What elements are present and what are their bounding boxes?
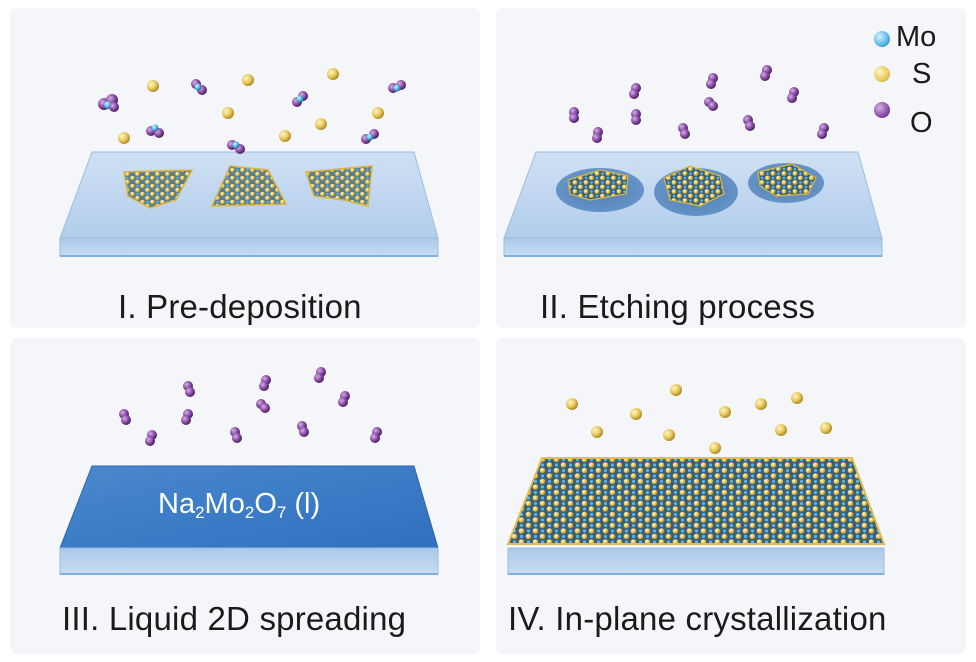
panel-3-substrate (59, 465, 439, 575)
legend-o-marker (874, 102, 890, 118)
legend-s-marker (874, 66, 890, 82)
formula-na: Na (158, 488, 196, 520)
panel-4-continuous-monolayer (506, 457, 886, 545)
panel-2-caption: II. Etching process (540, 288, 816, 325)
formula-o-subscript: 7 (276, 503, 287, 522)
panel-1-gas-molecules (98, 68, 406, 154)
formula-phase: (l) (286, 488, 321, 520)
formula-o: O (254, 488, 277, 520)
legend-o-label: O (910, 107, 933, 139)
liquid-film-formula: Na2Mo2O7 (l) (158, 488, 320, 523)
panel-1-caption: I. Pre-deposition (118, 288, 362, 325)
panel-1-flakes (123, 165, 373, 209)
panel-4-sulfur-atoms (566, 384, 832, 454)
legend-mo-marker (874, 31, 890, 47)
panel-3-oxygen-molecules (119, 367, 382, 446)
formula-mo-subscript: 2 (244, 503, 255, 522)
formula-mo: Mo (204, 488, 245, 520)
panel-2-oxygen-molecules (569, 65, 829, 143)
panel-2-etched-pits (556, 163, 824, 216)
panel-4-substrate (507, 547, 885, 575)
panel-4-caption: IV. In-plane crystallization (508, 600, 887, 637)
legend-mo-label: Mo (896, 21, 937, 53)
panel-3-caption: III. Liquid 2D spreading (62, 600, 407, 637)
formula-na-subscript: 2 (195, 503, 205, 522)
legend-s-label: S (912, 58, 932, 90)
